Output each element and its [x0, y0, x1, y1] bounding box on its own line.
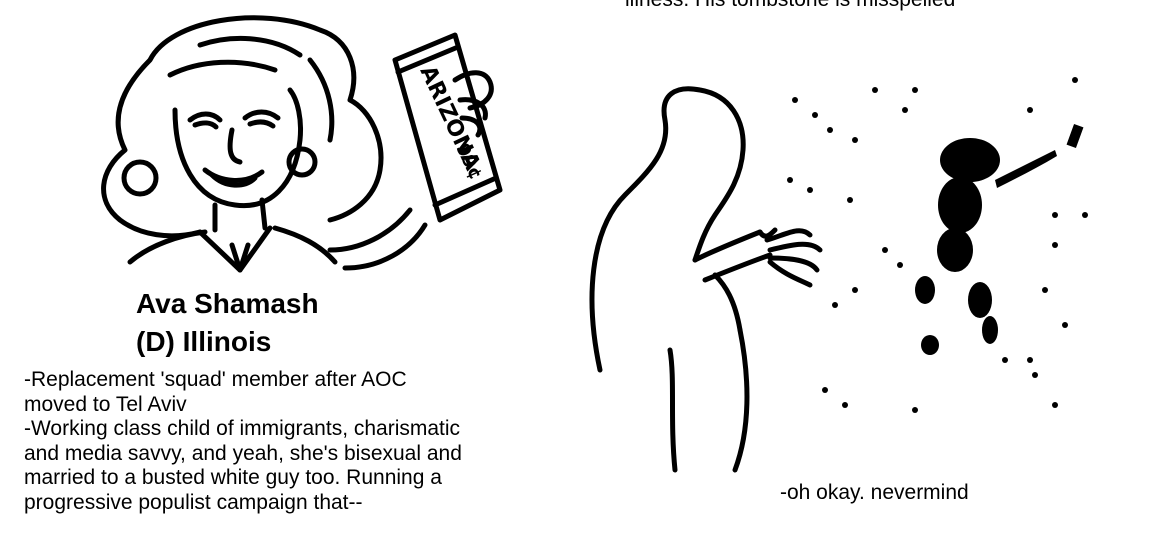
- bio-line: moved to Tel Aviv: [24, 392, 187, 416]
- politician-bio: -Replacement 'squad' member after AOC mo…: [24, 368, 544, 515]
- ava-shamash-drawing: ARIZONA 99¢: [101, 15, 503, 273]
- bio-line: -Replacement 'squad' member after AOC: [24, 368, 407, 391]
- bio-line: -Working class child of immigrants, char…: [24, 417, 461, 440]
- bio-line: married to a busted white guy too. Runni…: [24, 466, 442, 489]
- top-caption: illness. His tombstone is misspelled: [625, 0, 955, 12]
- left-panel: ARIZONA 99¢ Ava Shamash (D) Illinois -Re…: [24, 15, 544, 515]
- right-panel: illness. His tombstone is misspelled: [585, 0, 1170, 547]
- bio-line: progressive populist campaign that--: [24, 490, 363, 514]
- bio-line: and media savvy, and yeah, she's bisexua…: [24, 441, 462, 465]
- politician-name: Ava Shamash: [136, 288, 319, 319]
- bottom-caption: -oh okay. nevermind: [780, 481, 969, 504]
- politician-party-state: (D) Illinois: [136, 326, 272, 357]
- disintegration-drawing: [589, 77, 1088, 473]
